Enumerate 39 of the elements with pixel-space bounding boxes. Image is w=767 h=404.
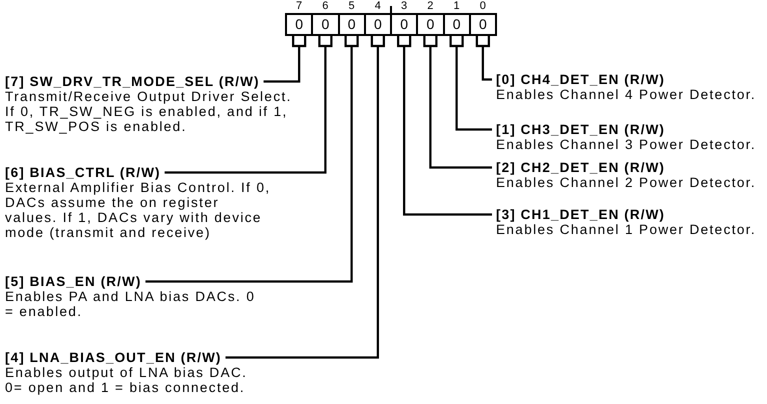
- field-description: Enables Channel 4 Power Detector.: [496, 87, 758, 102]
- bit-value-cell: 0: [468, 13, 497, 36]
- field-name: [3] CH1_DET_EN (R/W): [496, 207, 666, 222]
- bit-value-cell: 0: [285, 13, 314, 36]
- leader-line: [164, 34, 332, 174]
- field-name: [2] CH2_DET_EN (R/W): [496, 160, 666, 175]
- field-description: Enables PA and LNA bias DACs. 0 = enabled.: [5, 289, 256, 319]
- bit-number: 6: [321, 0, 330, 12]
- leader-line: [450, 34, 494, 131]
- bit-number: 4: [374, 0, 382, 12]
- bit-value-cell: 0: [338, 13, 366, 36]
- field-description: Enables Channel 2 Power Detector.: [496, 175, 758, 190]
- bit-number: 1: [452, 0, 461, 12]
- bit-value-cell: 0: [416, 13, 444, 36]
- field-description: Transmit/Receive Output Driver Select. If 0, TR_SW_NEG is enabled, and if 1, TR_SW_POS is enabled.: [5, 89, 293, 134]
- field-description: Enables Channel 3 Power Detector.: [496, 137, 758, 152]
- field-name: [7] SW_DRV_TR_MODE_SEL (R/W): [5, 74, 260, 89]
- field-name: [6] BIAS_CTRL (R/W): [5, 165, 161, 180]
- leader-line: [224, 34, 385, 359]
- bit-number: 5: [347, 0, 356, 12]
- leader-line: [423, 34, 494, 169]
- field-description: Enables Channel 1 Power Detector.: [496, 222, 758, 237]
- field-name: [4] LNA_BIAS_OUT_EN (R/W): [5, 350, 222, 365]
- bit-number: 7: [294, 0, 304, 12]
- field-description: Enables output of LNA bias DAC. 0= open and 1 = bias connected.: [5, 365, 248, 395]
- bit-number: 3: [400, 0, 408, 12]
- field-description: External Amplifier Bias Control. If 0, DACs assume the on register values. If 1, DACs vary with device mode (transmit and receive): [5, 180, 272, 240]
- bit-value-cell: 0: [390, 13, 418, 36]
- leader-line: [144, 34, 359, 283]
- bit-value-cell: 0: [311, 13, 340, 36]
- bit-number: 2: [426, 0, 434, 12]
- bit-value-cell: 0: [442, 13, 471, 36]
- leader-line: [397, 34, 494, 216]
- leader-line: [262, 34, 306, 83]
- field-name: [5] BIAS_EN (R/W): [5, 274, 142, 289]
- field-name: [0] CH4_DET_EN (R/W): [496, 72, 666, 87]
- bit-number: 0: [478, 0, 487, 12]
- field-name: [1] CH3_DET_EN (R/W): [496, 122, 666, 137]
- leader-line: [476, 34, 494, 81]
